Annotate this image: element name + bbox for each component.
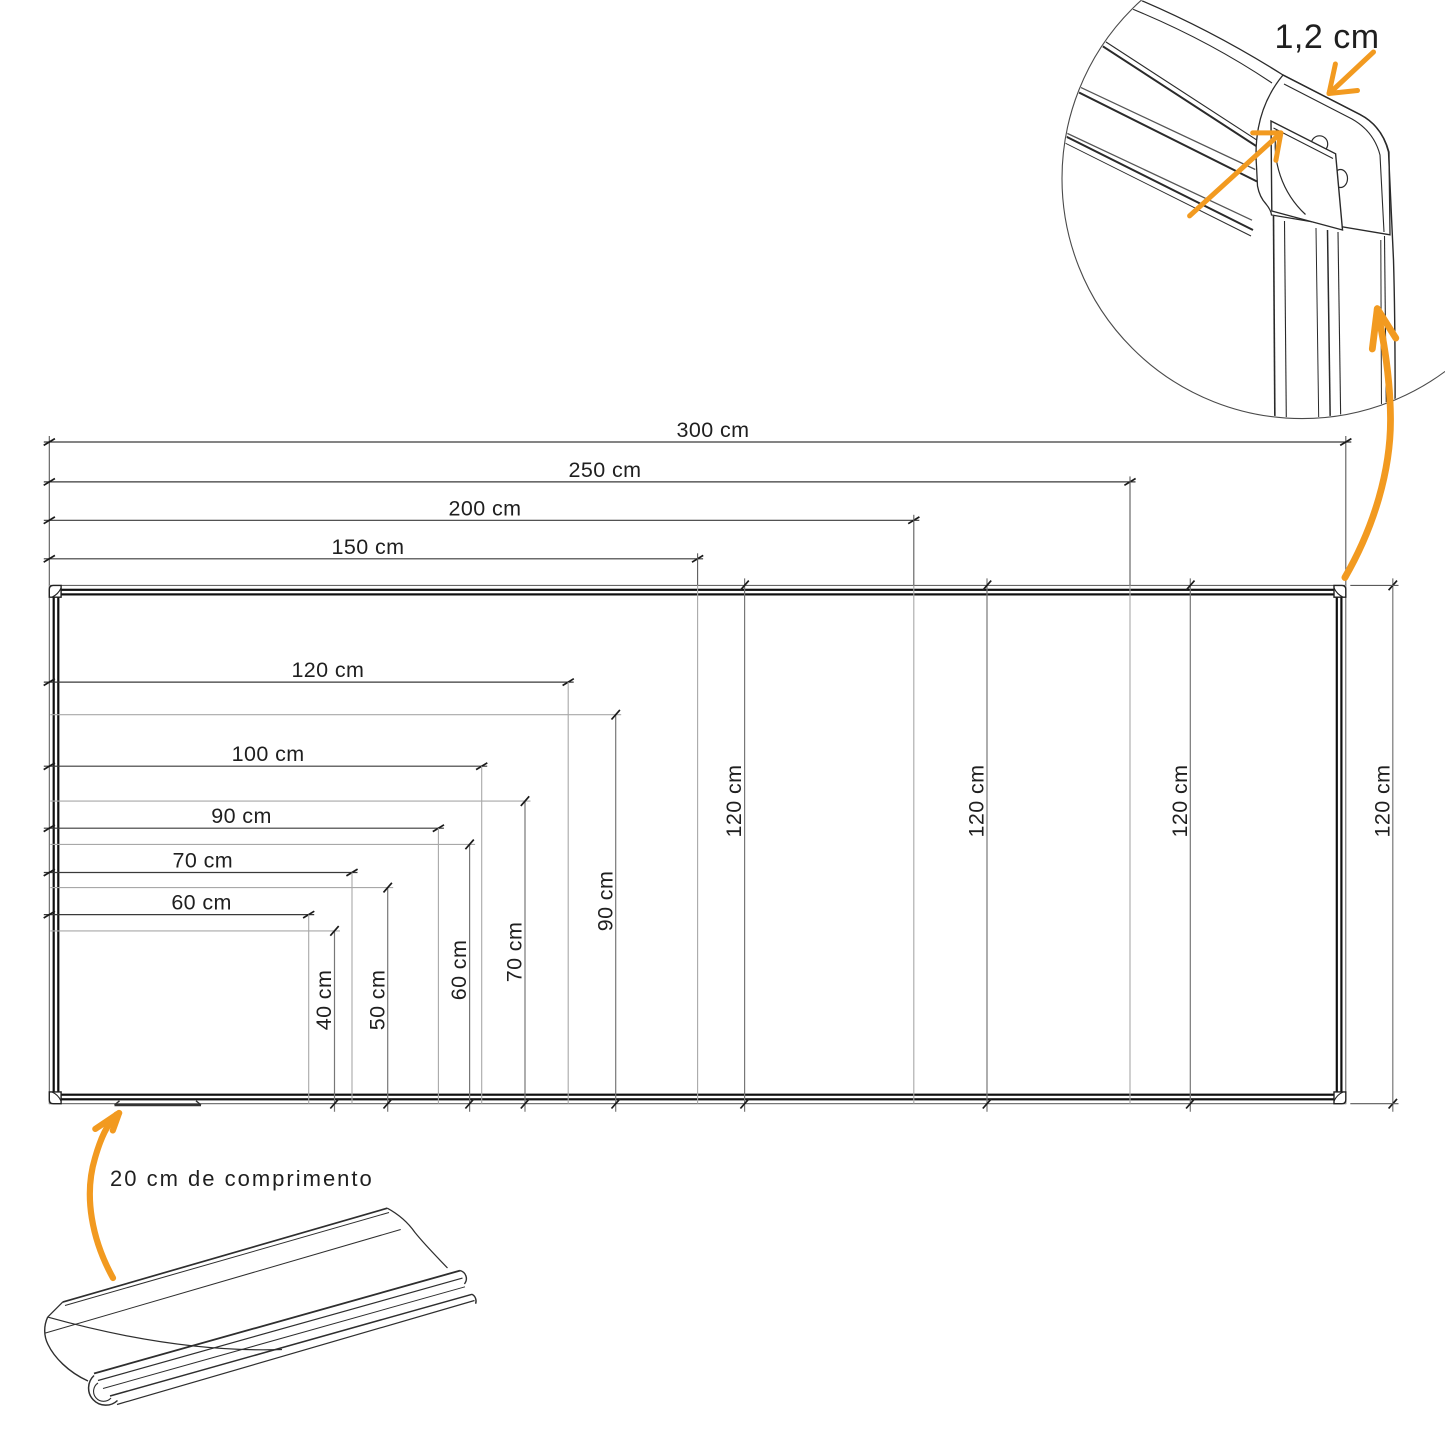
svg-text:60 cm: 60 cm <box>447 940 471 1001</box>
svg-text:120 cm: 120 cm <box>1370 765 1394 838</box>
svg-text:70 cm: 70 cm <box>173 849 234 873</box>
svg-text:20 cm de comprimento: 20 cm de comprimento <box>110 1166 374 1191</box>
svg-text:50 cm: 50 cm <box>365 970 389 1031</box>
svg-text:150 cm: 150 cm <box>332 535 405 559</box>
svg-text:100 cm: 100 cm <box>232 742 305 766</box>
svg-text:120 cm: 120 cm <box>722 765 746 838</box>
svg-text:120 cm: 120 cm <box>1168 765 1192 838</box>
svg-text:90 cm: 90 cm <box>211 804 272 828</box>
svg-text:70 cm: 70 cm <box>503 922 527 983</box>
svg-text:40 cm: 40 cm <box>312 970 336 1031</box>
svg-text:1,2 cm: 1,2 cm <box>1275 18 1380 56</box>
svg-text:300 cm: 300 cm <box>677 418 750 442</box>
svg-text:90 cm: 90 cm <box>593 871 617 932</box>
svg-text:60 cm: 60 cm <box>171 891 232 915</box>
svg-text:200 cm: 200 cm <box>449 496 522 520</box>
svg-text:120 cm: 120 cm <box>291 658 364 682</box>
svg-text:250 cm: 250 cm <box>569 458 642 482</box>
svg-text:120 cm: 120 cm <box>965 765 989 838</box>
